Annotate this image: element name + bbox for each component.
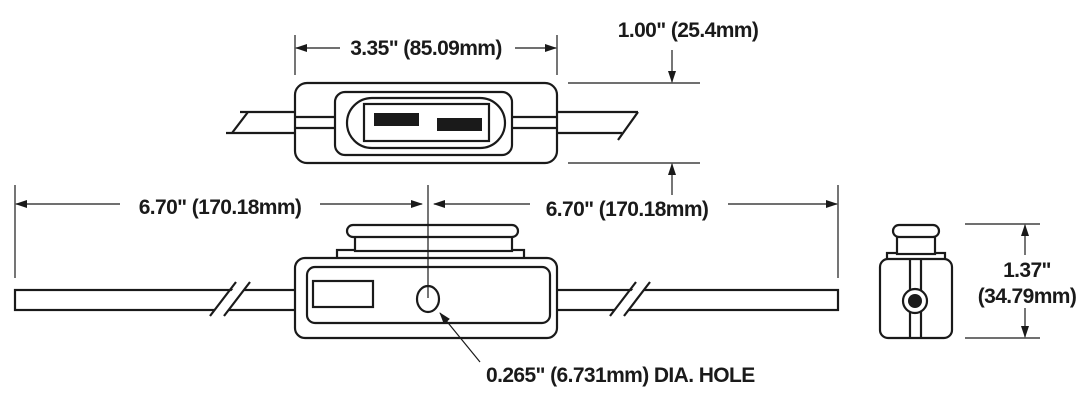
hole-note: 0.265" (6.731mm) DIA. HOLE — [486, 364, 755, 387]
side-window — [311, 279, 375, 309]
top-left-wire — [226, 110, 295, 135]
hole-callout: 0.265" (6.731mm) DIA. HOLE — [439, 312, 756, 387]
left-length-label: 6.70" (170.18mm) — [139, 196, 302, 219]
top-height-dimension: 1.00" (25.4mm) — [568, 19, 759, 195]
end-cap-top — [891, 223, 941, 239]
cap-top — [345, 223, 520, 239]
end-hole — [908, 294, 922, 308]
side-left-wire — [13, 288, 299, 312]
top-height-label: 1.00" (25.4mm) — [618, 19, 758, 42]
side-right-wire — [553, 288, 840, 312]
fuse-blade-right — [437, 118, 482, 131]
end-view — [878, 223, 954, 340]
top-view — [226, 81, 639, 165]
top-width-dimension: 3.35" (85.09mm) — [294, 35, 558, 75]
top-width-label: 3.35" (85.09mm) — [350, 37, 502, 60]
end-height-inches: 1.37" — [1003, 259, 1051, 282]
fuse-blade-left — [374, 113, 419, 126]
end-height-mm: (34.79mm) — [978, 285, 1076, 308]
length-dimensions: 6.70" (170.18mm) 6.70" (170.18mm) — [14, 185, 839, 298]
top-right-wire — [557, 110, 639, 141]
end-cap-neck — [895, 234, 937, 256]
right-length-label: 6.70" (170.18mm) — [546, 198, 709, 221]
side-view — [13, 223, 840, 340]
end-height-dimension: 1.37" (34.79mm) — [965, 223, 1077, 339]
